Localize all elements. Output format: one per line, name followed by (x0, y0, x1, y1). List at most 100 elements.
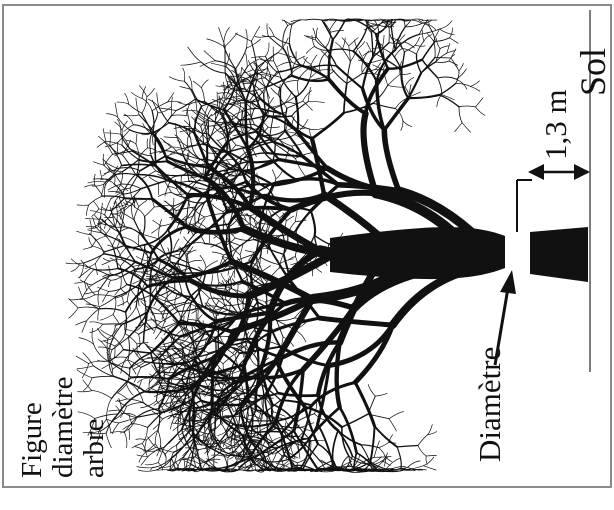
tree-branch (250, 357, 259, 367)
tree-branch (338, 431, 352, 457)
tree-branch (183, 68, 185, 81)
tree-branch (384, 98, 408, 130)
tree-branch (135, 270, 151, 272)
tree-branch (182, 430, 192, 452)
tree-branch (383, 35, 384, 45)
tree-branch (98, 291, 99, 306)
height-arrow-head-left (528, 164, 544, 180)
tree-branch (139, 200, 147, 206)
tree-branch (83, 254, 104, 263)
tree-branch (105, 182, 106, 197)
tree-branch (125, 198, 153, 199)
tree-branch (71, 265, 79, 272)
tree-branch (417, 41, 424, 54)
tree-branch (247, 467, 250, 470)
tree-branch (306, 19, 322, 20)
tree-branch (89, 233, 96, 240)
tree-branch (336, 43, 343, 50)
tree-branch (187, 227, 244, 233)
tree-branch (99, 308, 126, 312)
tree-branch (312, 113, 344, 139)
tree-branch (187, 136, 188, 151)
ground-label: Sol (575, 48, 611, 96)
tree-branch (164, 137, 177, 138)
height-arrow-head-right (574, 164, 590, 180)
tree-branch (104, 227, 110, 235)
tree-branch (297, 81, 298, 95)
tree-branch (311, 211, 315, 236)
figure-title-line-3: arbre (80, 418, 109, 478)
figure-title-line-1: Figure (18, 402, 47, 478)
tree-branch (224, 82, 225, 100)
tree-branch (278, 393, 318, 396)
tree-branch (450, 28, 453, 38)
tree-branch (426, 456, 427, 464)
tree-branch (134, 367, 141, 382)
tree-branch (115, 103, 118, 117)
tree-branch (82, 321, 87, 333)
tree-branch (92, 209, 99, 217)
tree-branch (166, 296, 182, 302)
tree-branch (200, 255, 206, 267)
tree-branch (100, 170, 102, 178)
tree-trunk (330, 227, 505, 279)
tree-branch (77, 366, 93, 369)
tree-branch (94, 174, 95, 185)
tree-branch (100, 297, 116, 307)
tree-branch (271, 88, 278, 95)
tree-branch (136, 134, 137, 144)
tree-branch (142, 97, 147, 113)
tree-branch (102, 261, 111, 265)
tree-branch (296, 97, 298, 132)
tree-branch (428, 425, 433, 435)
tree-branch (251, 26, 259, 41)
tree-branch (397, 447, 401, 468)
tree-branch (161, 469, 171, 470)
tree-branch (103, 129, 106, 141)
diameter-label: Diamètre (474, 347, 505, 462)
tree-branch (438, 77, 457, 79)
tree-branch (101, 203, 103, 219)
tree-branch (371, 33, 372, 58)
tree-branch (118, 168, 140, 171)
tree-branch (79, 287, 83, 298)
tree-branch (168, 93, 174, 102)
tree-branch (311, 65, 337, 67)
tree-branch (303, 58, 311, 65)
tree-branch (188, 47, 201, 62)
tree-branch (109, 284, 127, 291)
tree-branch (105, 133, 121, 134)
tree-branch (286, 102, 297, 104)
tree-branch (175, 445, 177, 461)
tree-branch (289, 25, 291, 44)
tree-branch (476, 98, 483, 107)
tree-branch (188, 260, 201, 263)
tree-branch (381, 47, 392, 54)
tree-branch (144, 440, 146, 450)
tree-branch (374, 441, 379, 458)
tree-branch (447, 44, 450, 54)
tree-branch (331, 30, 344, 32)
tree-branch (368, 385, 375, 397)
tree-branch (451, 49, 456, 58)
tree-branch (92, 391, 112, 399)
tree-branch (364, 51, 369, 60)
tree-branch (375, 393, 387, 396)
tree-branch (92, 376, 114, 377)
tree-branch (141, 456, 148, 465)
tree-branch (281, 400, 312, 405)
tree-branch (138, 298, 140, 306)
tree-branch (161, 222, 176, 226)
tree-branch (379, 443, 389, 448)
tree-branch (166, 201, 173, 207)
tree-branch (193, 81, 201, 88)
tree-branch (158, 430, 161, 446)
tree-branch (204, 51, 215, 61)
tree-branch (438, 78, 442, 95)
tree-branch (96, 227, 107, 235)
tree-branch (440, 46, 449, 49)
tree-branch (168, 101, 182, 102)
tree-branch (107, 114, 118, 117)
tree-branch (89, 238, 93, 247)
tree-branch (459, 64, 463, 71)
